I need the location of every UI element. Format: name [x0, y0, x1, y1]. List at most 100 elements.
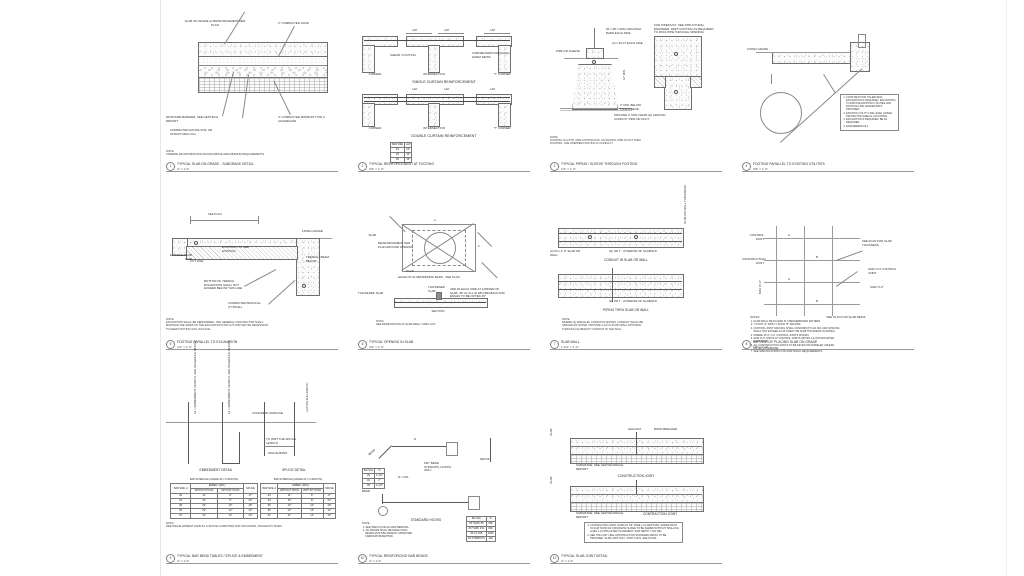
detail-5-number[interactable]: 5	[166, 340, 175, 349]
detail-10-note: NOTE: SEE SPECS FOR ALL BAR BENDING. ALL…	[362, 522, 418, 539]
pipe-right-section	[674, 52, 679, 57]
detail-1-scale: 3" = 1'-0"	[177, 166, 190, 171]
label-construction-joint: CONSTRUCTION JOINT	[742, 257, 766, 265]
single-tee-h	[476, 36, 512, 47]
detail-7-rule	[550, 349, 722, 350]
dimline-3	[484, 33, 510, 34]
detail-4-scale: 3/8" = 1'-0"	[753, 166, 769, 171]
detail-4-footing-parallel-utilities[interactable]: FINISH GRADE CONSTRUCTION TOLERANCE: EXC…	[742, 14, 914, 172]
double-corner-v	[362, 103, 375, 127]
detail-5-footing-parallel-excavation[interactable]: SEE PLAN EXISTING SLAB /SUB CUT LINE EXI…	[166, 198, 338, 350]
conduit-slab-section	[558, 228, 684, 248]
detail-1-slab-on-grade[interactable]: SLAB ON GRADE w/ REINFORCEMENT PER PLAN …	[166, 11, 338, 172]
piping-reinf-bot	[558, 289, 682, 290]
detail-10-number[interactable]: 10	[358, 554, 367, 563]
detail-4-number[interactable]: 4	[742, 162, 751, 171]
detail-4-titleblock: 4 FOOTING PARALLEL TO EXISTING UTILITIES…	[742, 162, 914, 172]
ctj-subgrade	[570, 502, 704, 512]
single-curtain-rebar	[364, 40, 510, 41]
detail-8-number[interactable]: 8	[742, 340, 751, 349]
grid-v-3	[832, 226, 833, 316]
c: 31"	[190, 512, 219, 519]
cj-subgrade	[570, 454, 704, 464]
concrete-surface-line	[166, 422, 316, 423]
detail-8-note: NOTES: SLAB SHALL BE PLACED IN CHECKERBO…	[750, 316, 846, 354]
opening-block	[436, 292, 442, 300]
detail-10-notelist: SEE SPECS FOR ALL BAR BENDING. ALL BENDS…	[362, 525, 416, 539]
detail-11-number[interactable]: 11	[550, 554, 559, 563]
leader-circle	[771, 74, 772, 84]
detail-5-note: NOTE: EXCAVATION SHALL BE PERFORMED. THE…	[166, 318, 270, 331]
detail-2-number[interactable]: 2	[358, 162, 367, 171]
hook-table-header-row: Bar Size D	[466, 516, 496, 522]
detail-6-title: TYPICAL OPENING IN SLAB	[369, 340, 414, 345]
detail-6-number[interactable]: 6	[358, 340, 367, 349]
detail-3-piping-through-footing[interactable]: PIPE OR SLEEVE #4 x 48" LONG DIAGONAL BA…	[550, 14, 722, 172]
label-subgrade-2: SUBGRADE, SEE GEOTECHNICAL REPORT	[576, 511, 624, 519]
detail-3-titleblock: 3 TYPICAL PIPING / SLEEVE THROUGH FOOTIN…	[550, 162, 722, 172]
detail-8-note-head: NOTES:	[750, 316, 761, 319]
caption-splice-detail: SPLICE DETAIL	[282, 468, 306, 472]
detail-9-embedment-splice[interactable]: CONCRETE SURFACE Ld = EMBEDMENT LENGTH, …	[166, 341, 338, 564]
label-hook-start: BEND	[362, 489, 371, 493]
detail-2-title: TYPICAL REINFORCEMENT AT FOOTING	[369, 162, 435, 167]
grid-v-1	[776, 226, 777, 316]
detail-7-conduit-piping-slab-wall[interactable]: (2) #4 x 4'-0" SLAB OR WALL (E) OR T - I…	[550, 185, 722, 350]
detail-3-note: NOTE: FOOTING IS A STD. AND CONTINUOUS. …	[550, 136, 642, 146]
piping-slab-section	[558, 274, 684, 298]
label-moisture-barrier: MOISTURE BARRIER, SEE GEOTECH REPORT	[166, 115, 218, 123]
detail-9-note: NOTE: REIN DEVELOPMENT LENGTH & SPLICE C…	[166, 522, 290, 528]
detail-1-number[interactable]: 1	[166, 162, 175, 171]
label-plan-6: PLAN	[406, 269, 414, 273]
single-corner-h	[362, 36, 398, 47]
dim-lap-3: LAP	[490, 28, 496, 32]
pier-block	[850, 42, 870, 72]
grid-h-4	[764, 304, 860, 305]
detail-3-number[interactable]: 3	[550, 162, 559, 171]
c: 4db	[485, 535, 496, 542]
detail-11-notebox: CONTRACTION JOINT: SAWCUT 1/8" WIDE x 1/…	[584, 522, 684, 543]
list-item: ALL CONSTRUCTION JOINTS TO BE KEYED OR D…	[754, 344, 841, 350]
label-finish-grade-5: FINISH GRADE	[302, 229, 323, 233]
detail-8-placing-slab-on-grade[interactable]: A B A B CONTROL JOINT CONSTRUCTION JOINT…	[742, 216, 914, 354]
detail-5-scale: 1/2" = 1'-0"	[177, 344, 193, 349]
compacted-fill-layer	[198, 77, 328, 93]
detail-5-rule	[166, 349, 338, 350]
pipe-through-line	[612, 268, 613, 302]
label-pipe-sleeve: PIPE OR SLEEVE	[555, 49, 580, 53]
detail-8-title: METHOD OF PLACING SLAB ON GRADE	[753, 340, 818, 345]
detail-9-number[interactable]: 9	[166, 554, 175, 563]
footing-bottom-left-2	[560, 110, 632, 111]
splice-th-group-1: SPLICE	[322, 483, 337, 494]
label-concrete-surface: CONCRETE SURFACE	[252, 411, 283, 415]
detail-2-reinforcement-at-footing[interactable]: LAP LAP LAP SHEAR / FOOTING CORNER BARS …	[358, 14, 530, 172]
label-clear-around-conduit: PROVIDE 2" MIN CLEAR (E) AROUND CONDUIT,…	[614, 113, 666, 121]
splice-table-sub: BAR SCHEDULE (GRADE 60, f'c=3000 PSI)	[273, 478, 323, 481]
rebar-section-5b	[302, 284, 307, 289]
detail-10-rebar-bends[interactable]: D 180° BEND STIRRUPS, HOOKS ONLY BEND DE…	[358, 424, 530, 564]
c: 40"	[242, 512, 259, 519]
detail-2-titleblock: 2 TYPICAL REINFORCEMENT AT FOOTING 3/4" …	[358, 162, 530, 172]
pipe-right-section-2	[674, 90, 679, 95]
conduit-reinf-top	[558, 233, 682, 234]
label-splice-bars: SPLICE BARS	[268, 451, 288, 455]
detail-6-scale: 3/4" = 1'-0"	[369, 344, 385, 349]
corner-bar-br	[481, 262, 498, 278]
label-engineer-note: FOR PIPE/DUCT, SEE STRUCTURAL ENGINEER, …	[654, 23, 714, 34]
embed-bar-2	[222, 402, 223, 464]
conduit-section-1	[588, 235, 593, 240]
label-diagonal-bars: #4 x 48" LONG DIAGONAL BARS EACH SIDE	[606, 27, 642, 35]
detail-11-slab-joint[interactable]: SLAB SEALANT BOND BREAKER SUBGRADE, SEE …	[549, 424, 722, 564]
c: 14"	[217, 512, 244, 519]
slab-reinf-line	[394, 302, 486, 303]
c: 40"	[322, 512, 337, 519]
detail-7-number[interactable]: 7	[550, 340, 559, 349]
pour-mark-a2: A	[788, 277, 790, 281]
caption-piping-thru-slab: PIPING THRU SLAB OR WALL	[603, 308, 649, 312]
detail-6-opening-in-slab[interactable]: a b SLAB REINFORCEMENT PER PLAN AROUND O…	[358, 210, 530, 350]
label-min-below-pipe: 2" MIN. BELOW PIPE/SLEEVE	[620, 103, 642, 111]
